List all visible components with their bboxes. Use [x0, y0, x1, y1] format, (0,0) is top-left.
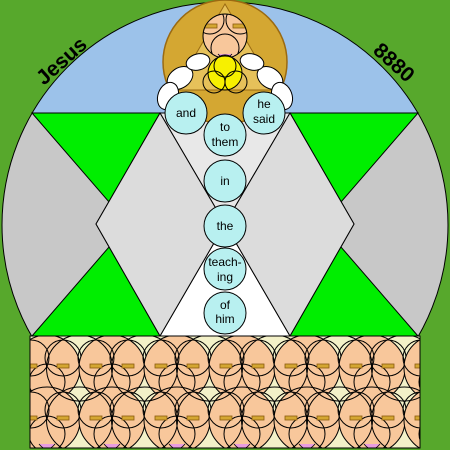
- yellow-trefoil: [202, 54, 248, 94]
- word-circle-teaching: teach- ing: [203, 247, 247, 291]
- word-circle-and: and: [164, 91, 208, 135]
- face-icon: [203, 14, 247, 58]
- word-circle-he-said: he said: [242, 91, 286, 135]
- word-and: and: [176, 106, 196, 120]
- svg-text:of: of: [220, 298, 231, 312]
- word-circles: and he said to them in the te: [164, 91, 286, 335]
- word-circle-in: in: [203, 159, 247, 203]
- word-circle-to-them: to them: [203, 113, 247, 157]
- svg-text:teach-: teach-: [208, 255, 241, 269]
- svg-text:them: them: [212, 135, 239, 149]
- pattern-cell: [402, 339, 420, 397]
- svg-text:him: him: [215, 312, 234, 326]
- chain-ring: [156, 53, 294, 111]
- word-circle-the: the: [203, 204, 247, 248]
- svg-text:he: he: [257, 97, 271, 111]
- pattern-cell: [402, 391, 420, 448]
- pattern-cell: [30, 386, 82, 448]
- svg-text:to: to: [220, 120, 230, 134]
- svg-text:said: said: [253, 112, 275, 126]
- pattern-band: [30, 336, 420, 448]
- svg-text:the: the: [217, 219, 234, 233]
- svg-text:ing: ing: [217, 270, 233, 284]
- word-circle-of-him: of him: [203, 291, 247, 335]
- svg-text:in: in: [220, 174, 229, 188]
